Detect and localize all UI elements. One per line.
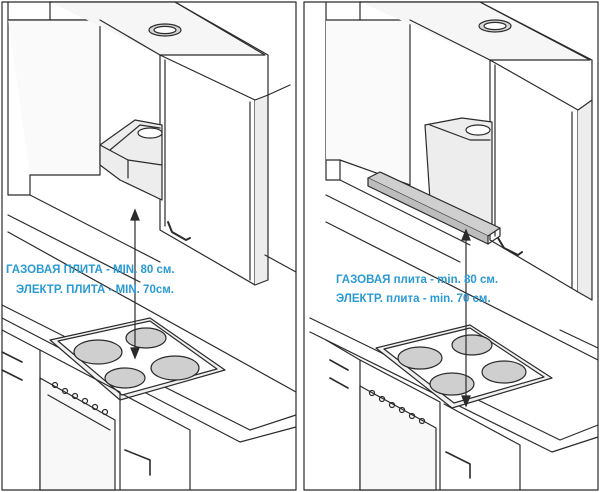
left-kitchen-illustration (1, 1, 297, 491)
vertical-distance-arrow-icon (130, 208, 140, 360)
left-electric-min-distance-label: ЭЛЕКТР. ПЛИТА - MIN. 70см. (16, 284, 174, 296)
right-gas-min-distance-label: ГАЗОВАЯ плита - min. 80 см. (336, 274, 499, 286)
left-gas-min-distance-label: ГАЗОВАЯ ПЛИТА - MIN. 80 см. (6, 264, 175, 276)
vertical-distance-arrow-icon (461, 228, 471, 408)
oven-icon (39, 377, 116, 491)
right-electric-min-distance-label: ЭЛЕКТР. плита - min. 70 см. (336, 293, 491, 305)
